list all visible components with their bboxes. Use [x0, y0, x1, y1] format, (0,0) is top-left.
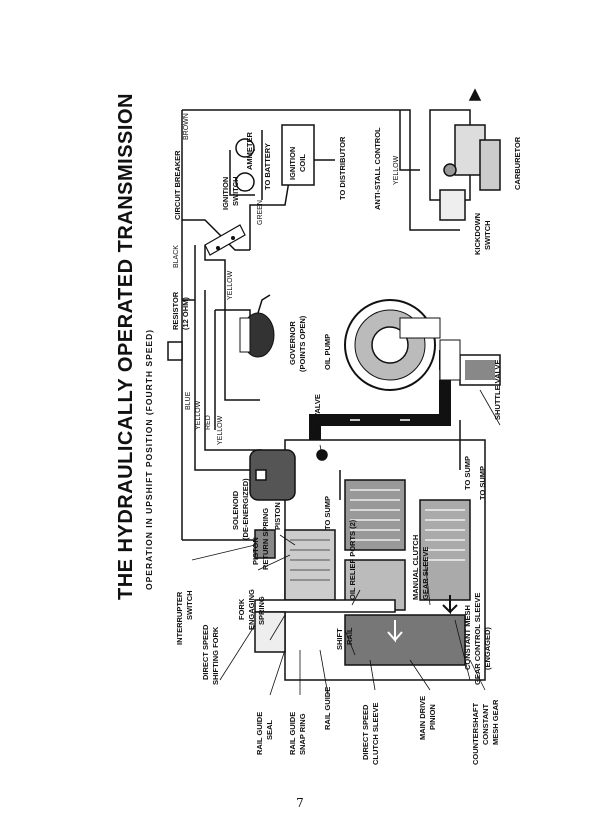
label-shift-rail-2: RAIL: [345, 627, 354, 645]
label-to-battery: TO BATTERY: [263, 143, 272, 190]
green-wire: [249, 174, 291, 250]
label-fork-engaging-3: SPRING: [257, 596, 266, 625]
ammeter-icon: [235, 138, 255, 158]
label-to-sump-2: TO SUMP: [478, 466, 487, 500]
yellow-wire-lower: [224, 290, 260, 401]
label-constant-mesh-3: (ENGAGED): [483, 627, 492, 670]
label-kickdown-switch-1: KICKDOWN: [473, 213, 482, 255]
label-rail-guide-seal-1: RAIL GUIDE: [255, 712, 264, 755]
label-governor-1: GOVERNOR: [288, 321, 297, 365]
transmission-housing: [249, 439, 486, 681]
label-rail-guide: RAIL GUIDE: [323, 687, 332, 730]
label-manual-clutch-2: GEAR SLEEVE: [421, 547, 430, 600]
label-ignition-coil-1: IGNITION: [288, 147, 297, 180]
label-shift-rail-1: SHIFT: [335, 628, 344, 650]
label-carburetor: CARBURETOR: [513, 136, 522, 190]
circuit-breaker-switch: [204, 224, 246, 256]
ignition-coil-box: [281, 124, 315, 186]
label-constant-mesh-2: GEAR CONTROL SLEEVE: [473, 593, 482, 685]
label-oil-relief-ports: OIL RELIEF PORTS (2): [348, 519, 357, 600]
label-shuttle-valve: SHUTTLE VALVE: [493, 359, 502, 420]
label-solenoid-2: (DE-ENERGIZED): [241, 478, 250, 540]
shuttle-valve: [439, 339, 501, 386]
oil-pump: [344, 299, 441, 391]
wire-label-black: BLACK: [173, 245, 180, 268]
label-resistor-2: (12 OHM): [181, 297, 190, 330]
page-number: 7: [296, 796, 304, 810]
label-direct-speed-fork-1: DIRECT SPEED: [201, 624, 210, 680]
label-governor-2: (POINTS OPEN): [298, 315, 307, 372]
wire-label-red: RED: [205, 415, 212, 430]
label-to-sump-3: TO SUMP: [323, 496, 332, 530]
label-direct-speed-fork-2: SHIFTING FORK: [211, 626, 220, 685]
label-direct-clutch-2: CLUTCH SLEEVE: [371, 702, 380, 765]
component-labels: CIRCUIT BREAKER AMMETER TO BATTERY IGNIT…: [171, 127, 522, 765]
label-anti-stall-control: ANTI-STALL CONTROL: [373, 127, 382, 210]
label-rail-guide-snap-1: RAIL GUIDE: [288, 712, 297, 755]
label-manual-clutch-1: MANUAL CLUTCH: [411, 535, 420, 600]
label-direct-clutch-1: DIRECT SPEED: [361, 704, 370, 760]
page-subtitle: OPERATION IN UPSHIFT POSITION (FOURTH SP…: [144, 329, 154, 590]
black-wire: [182, 219, 250, 251]
resistor: [167, 341, 183, 361]
label-piston-return-2: RETURN SPRING: [261, 508, 270, 570]
wire-label-green: GREEN: [257, 200, 264, 225]
label-ignition-switch-2: SWITCH: [231, 176, 240, 206]
label-ball-valve: BALL VALVE: [313, 394, 322, 440]
label-fork-engaging-2: ENGAGING: [247, 589, 256, 630]
label-to-distributor: TO DISTRIBUTOR: [338, 136, 347, 200]
wire-label-yellow-carb: YELLOW: [393, 155, 400, 185]
solenoid: [249, 449, 296, 501]
label-oil-pump: OIL PUMP: [323, 334, 332, 370]
wire-label-blue: BLUE: [185, 391, 192, 410]
governor: [239, 294, 275, 358]
label-interrupter-1: INTERRUPTER: [175, 591, 184, 645]
leader-lines: [191, 389, 501, 696]
label-countershaft-1: COUNTERSHAFT: [471, 703, 480, 765]
label-main-drive-2: PINION: [428, 704, 437, 730]
carburetor: [429, 88, 501, 221]
label-circuit-breaker: CIRCUIT BREAKER: [173, 150, 182, 220]
blue-wire: [194, 245, 262, 471]
label-ignition-coil-2: COIL: [298, 154, 307, 172]
yellow-wire: [204, 290, 262, 451]
label-piston-return-1: PISTON: [251, 537, 260, 565]
label-ignition-switch-1: IGNITION: [221, 177, 230, 210]
label-rail-guide-seal-2: SEAL: [265, 720, 274, 740]
ignition-switch-icon: [235, 172, 255, 192]
label-countershaft-2: CONSTANT: [481, 703, 490, 745]
title-block: THE HYDRAULICALLY OPERATED TRANSMISSION …: [115, 93, 154, 600]
label-constant-mesh-1: CONSTANT MESH: [463, 605, 472, 670]
label-interrupter-2: SWITCH: [185, 590, 194, 620]
wire-label-yellow-2: YELLOW: [217, 415, 224, 445]
label-to-sump-1: TO SUMP: [463, 456, 472, 490]
wire-labels: BROWN BLACK BLUE YELLOW RED YELLOW YELLO…: [173, 113, 400, 445]
page-title: THE HYDRAULICALLY OPERATED TRANSMISSION: [115, 93, 137, 600]
brown-wire: [182, 109, 411, 150]
wire-label-yellow: YELLOW: [195, 400, 202, 430]
wire-label-yellow-3: YELLOW: [227, 270, 234, 300]
wire-label-brown: BROWN: [183, 113, 190, 140]
sump-outlets: [339, 420, 461, 500]
label-kickdown-switch-2: SWITCH: [483, 220, 492, 250]
label-solenoid-1: SOLENOID: [231, 490, 240, 530]
label-fork-engaging-1: FORK: [237, 598, 246, 620]
label-countershaft-3: MESH GEAR: [491, 699, 500, 745]
label-ammeter: AMMETER: [245, 132, 254, 170]
yellow-carb-wire: [409, 150, 460, 231]
label-main-drive-1: MAIN DRIVE: [418, 696, 427, 740]
label-piston: PISTON: [273, 502, 282, 530]
label-resistor-1: RESISTOR: [171, 291, 180, 330]
label-rail-guide-snap-2: SNAP RING: [298, 713, 307, 755]
